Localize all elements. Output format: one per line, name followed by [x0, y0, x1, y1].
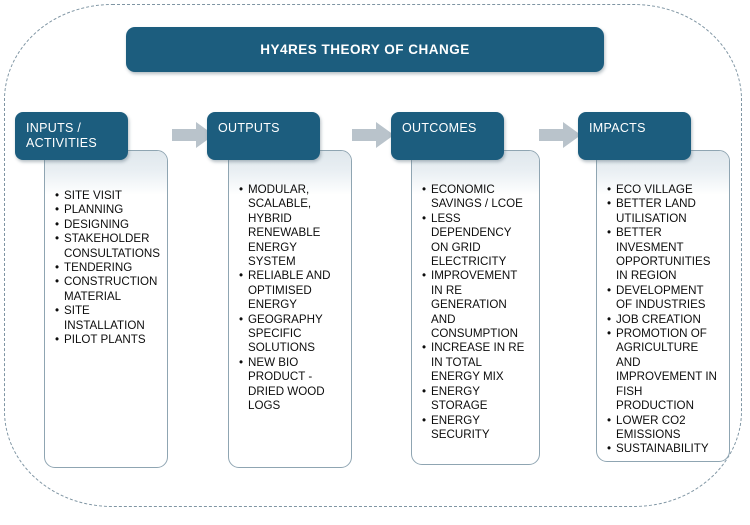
list-item: ECONOMIC SAVINGS / LCOE: [422, 183, 533, 212]
list-item: NEW BIO PRODUCT - DRIED WOOD LOGS: [239, 356, 345, 414]
list-item: IMPROVEMENT IN RE GENERATION AND CONSUMP…: [422, 269, 533, 341]
bullet-list-impacts: ECO VILLAGE BETTER LAND UTILISATION BETT…: [607, 183, 725, 457]
arrow-outputs-to-outcomes: [352, 122, 394, 148]
arrow-inputs-to-outputs: [172, 122, 214, 148]
list-item: SITE VISIT: [55, 189, 161, 204]
card-body-outcomes: ECONOMIC SAVINGS / LCOE LESS DEPENDENCY …: [411, 150, 540, 465]
arrow-outcomes-to-impacts: [539, 122, 581, 148]
bullet-list-inputs-activities: SITE VISIT PLANNING DESIGNING STAKEHOLDE…: [55, 189, 161, 348]
list-item: PROMOTION OF AGRICULTURE AND IMPROVEMENT…: [607, 327, 725, 413]
list-item: STAKEHOLDER CONSULTATIONS: [55, 232, 161, 261]
outer-dashed-frame: [4, 4, 742, 507]
card-header-outputs: OUTPUTS: [207, 112, 320, 160]
list-item: DEVELOPMENT OF INDUSTRIES: [607, 284, 725, 313]
list-item: SITE INSTALLATION: [55, 304, 161, 333]
list-item: BETTER LAND UTILISATION: [607, 197, 725, 226]
list-item: JOB CREATION: [607, 313, 725, 328]
list-item: INCREASE IN RE IN TOTAL ENERGY MIX: [422, 341, 533, 384]
list-item: ENERGY SECURITY: [422, 414, 533, 443]
diagram-title: HY4RES THEORY OF CHANGE: [260, 42, 470, 57]
diagram-title-banner: HY4RES THEORY OF CHANGE: [126, 27, 604, 72]
card-body-impacts: ECO VILLAGE BETTER LAND UTILISATION BETT…: [596, 150, 730, 462]
list-item: ECO VILLAGE: [607, 183, 725, 198]
list-item: BETTER INVESMENT OPPORTUNITIES IN REGION: [607, 226, 725, 284]
card-header-label: OUTCOMES: [402, 121, 477, 135]
list-item: PLANNING: [55, 203, 161, 218]
list-item: RELIABLE AND OPTIMISED ENERGY: [239, 269, 345, 312]
list-item: SUSTAINABILITY: [607, 442, 725, 457]
card-header-label: INPUTS / ACTIVITIES: [26, 121, 98, 150]
bullet-list-outputs: MODULAR, SCALABLE, HYBRID RENEWABLE ENER…: [239, 183, 345, 414]
card-header-outcomes: OUTCOMES: [391, 112, 504, 160]
list-item: LOWER CO2 EMISSIONS: [607, 414, 725, 443]
list-item: LESS DEPENDENCY ON GRID ELECTRICITY: [422, 212, 533, 270]
list-item: DESIGNING: [55, 218, 161, 233]
list-item: PILOT PLANTS: [55, 333, 161, 348]
card-header-label: OUTPUTS: [218, 121, 280, 135]
list-item: TENDERING: [55, 261, 161, 276]
card-body-inputs-activities: SITE VISIT PLANNING DESIGNING STAKEHOLDE…: [44, 150, 168, 468]
card-header-impacts: IMPACTS: [578, 112, 691, 160]
card-header-inputs-activities: INPUTS / ACTIVITIES: [15, 112, 128, 160]
list-item: GEOGRAPHY SPECIFIC SOLUTIONS: [239, 313, 345, 356]
list-item: CONSTRUCTION MATERIAL: [55, 275, 161, 304]
list-item: MODULAR, SCALABLE, HYBRID RENEWABLE ENER…: [239, 183, 345, 269]
right-arrow-icon: [352, 122, 394, 148]
card-header-label: IMPACTS: [589, 121, 646, 135]
card-body-outputs: MODULAR, SCALABLE, HYBRID RENEWABLE ENER…: [228, 150, 352, 468]
bullet-list-outcomes: ECONOMIC SAVINGS / LCOE LESS DEPENDENCY …: [422, 183, 533, 442]
right-arrow-icon: [172, 122, 214, 148]
list-item: ENERGY STORAGE: [422, 385, 533, 414]
right-arrow-icon: [539, 122, 581, 148]
